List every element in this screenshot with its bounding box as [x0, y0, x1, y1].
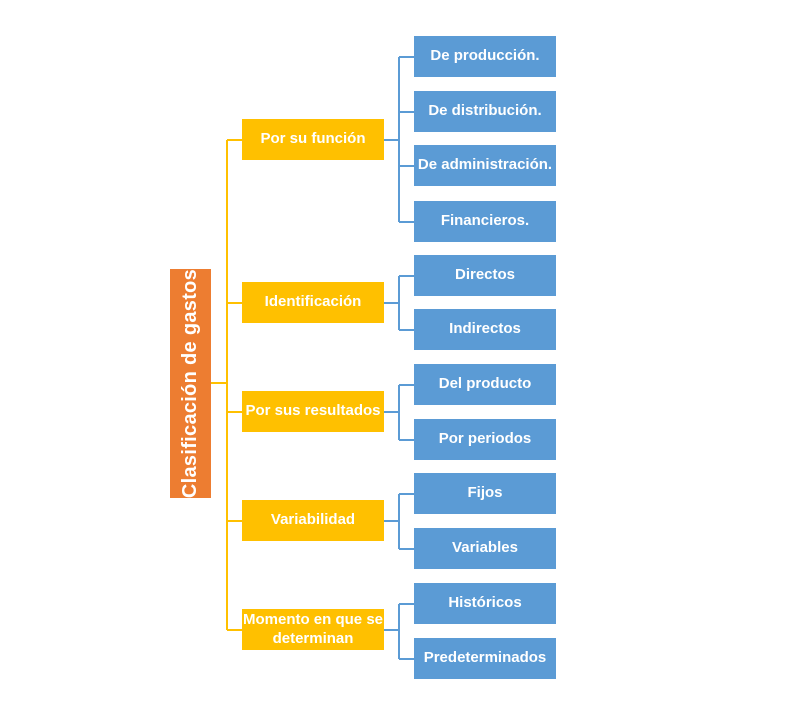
leaf-del-producto: Del producto	[414, 364, 556, 405]
category-label: Variabilidad	[270, 511, 356, 529]
leaf-label: Fijos	[467, 484, 503, 502]
root-connector	[211, 139, 242, 631]
category-identificacion: Identificación	[242, 282, 384, 323]
connector-variabilidad	[384, 493, 414, 550]
connector-por-su-funcion	[384, 56, 414, 223]
category-por-su-funcion: Por su función	[242, 119, 384, 160]
category-momento-en-que-se-determinan: Momento en que se determinan	[242, 609, 384, 650]
category-label: Momento en que se determinan	[242, 610, 384, 647]
leaf-de-administracion: De administración.	[414, 145, 556, 186]
connector-momento	[384, 603, 414, 660]
leaf-label: De distribución.	[428, 102, 542, 120]
leaf-por-periodos: Por periodos	[414, 419, 556, 460]
leaf-label: Variables	[452, 539, 518, 557]
connector-identificacion	[384, 275, 414, 331]
leaf-directos: Directos	[414, 255, 556, 296]
category-label: Por su función	[260, 130, 366, 148]
leaf-label: Predeterminados	[423, 649, 547, 667]
leaf-label: Históricos	[448, 594, 522, 612]
leaf-label: Indirectos	[449, 320, 521, 338]
leaf-historicos: Históricos	[414, 583, 556, 624]
root-node: Clasificación de gastos	[170, 269, 211, 498]
leaf-label: Financieros.	[440, 212, 530, 230]
leaf-financieros: Financieros.	[414, 201, 556, 242]
leaf-label: Directos	[454, 266, 516, 284]
leaf-label: Del producto	[438, 375, 532, 393]
leaf-label: De administración.	[417, 156, 553, 174]
category-por-sus-resultados: Por sus resultados	[242, 391, 384, 432]
leaf-indirectos: Indirectos	[414, 309, 556, 350]
leaf-fijos: Fijos	[414, 473, 556, 514]
leaf-variables: Variables	[414, 528, 556, 569]
root-label: Clasificación de gastos	[179, 268, 202, 499]
category-label: Por sus resultados	[245, 402, 381, 420]
leaf-predeterminados: Predeterminados	[414, 638, 556, 679]
category-variabilidad: Variabilidad	[242, 500, 384, 541]
leaf-label: De producción.	[430, 47, 540, 65]
connector-por-sus-resultados	[384, 384, 414, 441]
category-label: Identificación	[264, 293, 362, 311]
leaf-de-produccion: De producción.	[414, 36, 556, 77]
leaf-label: Por periodos	[438, 430, 532, 448]
leaf-de-distribucion: De distribución.	[414, 91, 556, 132]
